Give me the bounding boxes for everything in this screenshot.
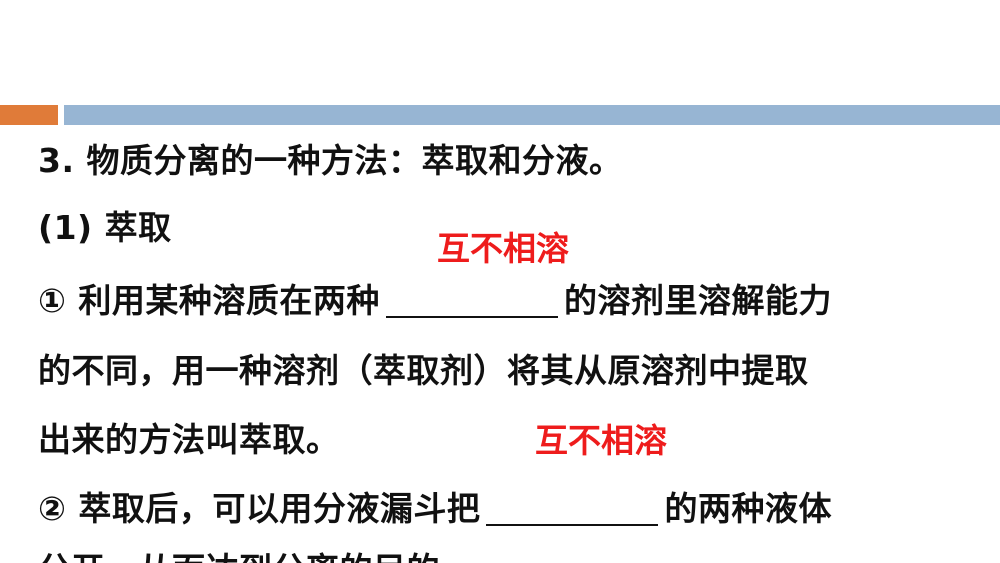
paragraph-line-2: 的不同，用一种溶剂（萃取剂）将其从原溶剂中提取 [38, 351, 809, 390]
paragraph-4-after: 的两种液体 [664, 489, 832, 528]
subheading: (1) 萃取 [38, 208, 172, 247]
fill-blank-1 [385, 286, 558, 318]
paragraph-line-1: ① 利用某种溶质在两种 的溶剂里溶解能力 [38, 281, 832, 321]
paragraph-line-5: 分开，从而达到分离的目的。 [38, 550, 474, 563]
paragraph-line-4: ② 萃取后，可以用分液漏斗把 的两种液体 [38, 489, 832, 529]
fill-blank-2 [486, 494, 659, 526]
header-bar [64, 105, 1000, 125]
heading: 3. 物质分离的一种方法：萃取和分液。 [38, 141, 623, 180]
paragraph-1-after: 的溶剂里溶解能力 [563, 281, 832, 320]
paragraph-4-before: ② 萃取后，可以用分液漏斗把 [38, 489, 481, 528]
paragraph-line-3: 出来的方法叫萃取。 [38, 420, 340, 459]
header-accent-bar [0, 105, 58, 125]
paragraph-1-before: ① 利用某种溶质在两种 [38, 281, 380, 320]
answer-2: 互不相溶 [535, 421, 667, 460]
answer-1: 互不相溶 [437, 229, 569, 268]
